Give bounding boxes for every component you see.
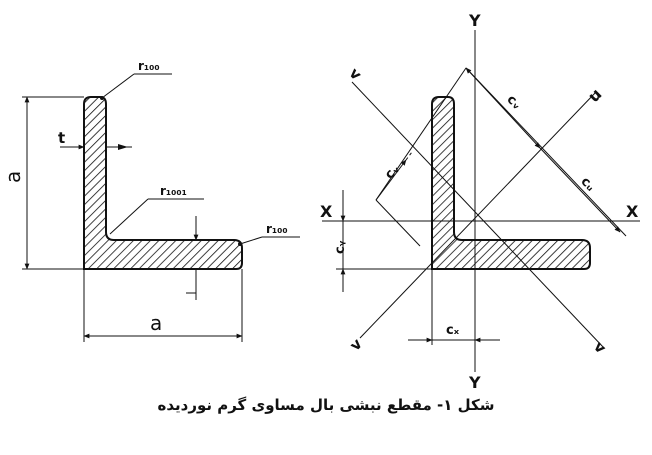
dim-leg-thickness <box>186 216 199 300</box>
dim-width-label: a <box>150 311 162 335</box>
dim-height: a <box>1 96 84 270</box>
radius-toe-top-text: r₁₀₀ <box>138 59 160 73</box>
axis-y-top: Y <box>468 11 481 30</box>
radius-root-text: r₁₀₀₁ <box>160 184 187 198</box>
radius-root: r₁₀₀₁ <box>109 184 204 235</box>
axis-v-bottom: v <box>346 335 366 355</box>
axis-x-right: X <box>626 202 639 221</box>
radius-toe-right-text: r₁₀₀ <box>266 222 288 236</box>
dim-thickness: t <box>58 129 132 150</box>
left-angle-figure: a a t r₁₀₀ <box>1 59 300 342</box>
left-angle-section <box>83 96 243 270</box>
v-axis-line <box>351 81 605 349</box>
dim-width: a <box>83 269 243 342</box>
dist-cu: cᵤ <box>578 174 598 194</box>
axis-u: u <box>584 84 605 105</box>
right-angle-section <box>431 96 591 270</box>
axis-y-bottom: Y <box>468 373 481 392</box>
dim-cv-upper <box>465 67 541 149</box>
bound-line-right <box>465 67 627 237</box>
axis-v-lower-right: v <box>590 338 610 358</box>
figure-caption: شکل ۱- مقطع نبشی بال مساوی گرم نوردیده <box>157 396 495 414</box>
axis-v-top: v <box>346 64 366 84</box>
bound-line-left <box>375 199 421 247</box>
bound-line-upper <box>375 67 467 201</box>
dim-thickness-label: t <box>58 129 65 147</box>
dist-cy: cᵧ <box>333 240 348 254</box>
dist-cv-upper: cᵥ <box>504 92 525 113</box>
dim-cv-left <box>375 159 407 201</box>
dim-cu <box>539 147 621 233</box>
right-angle-figure: Y Y X X u v v cᵥ cᵤ cᵥ v cᵧ <box>320 11 640 392</box>
radius-toe-top: r₁₀₀ <box>100 59 172 100</box>
dist-cx: cₓ <box>446 323 460 338</box>
axis-x-left: X <box>320 202 333 221</box>
dim-height-label: a <box>1 171 25 183</box>
radius-toe-right: r₁₀₀ <box>238 222 300 246</box>
